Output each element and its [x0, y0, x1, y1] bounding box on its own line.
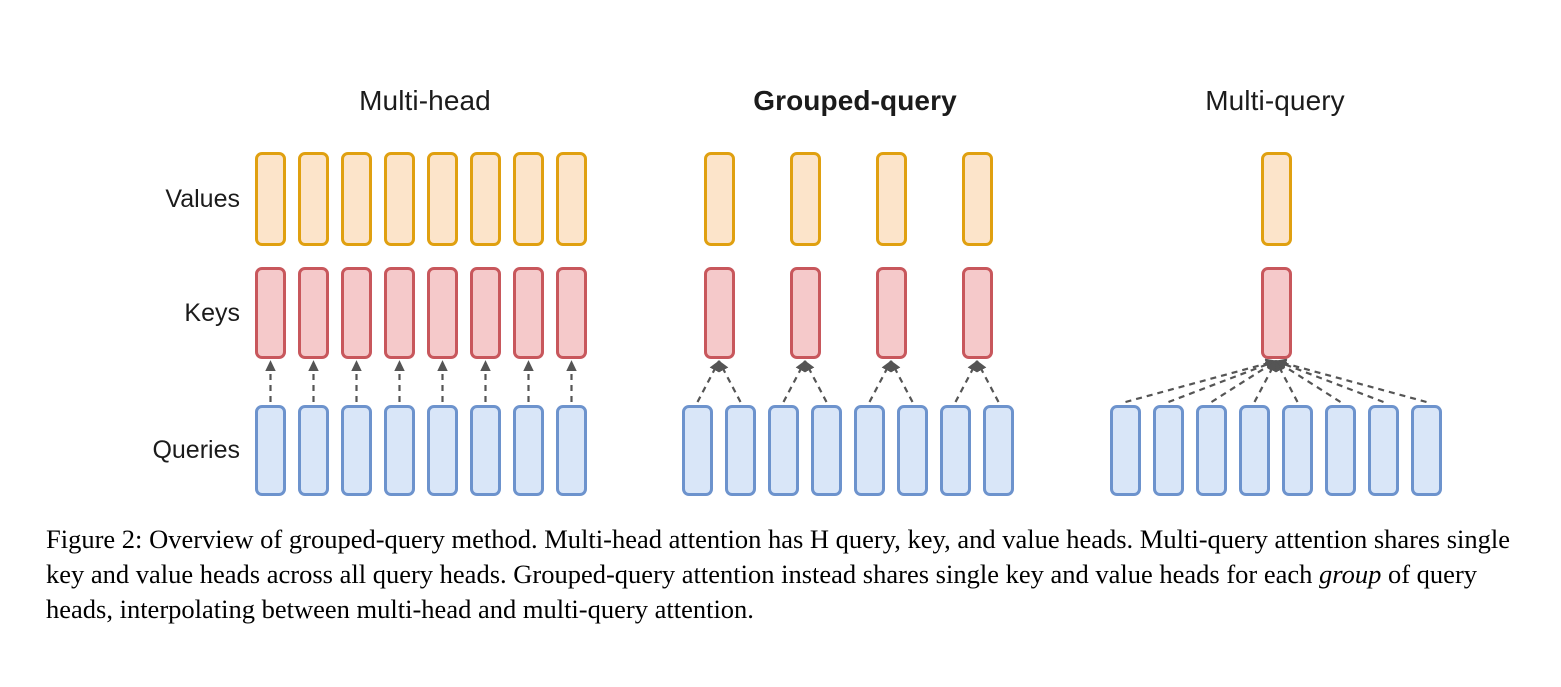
- query-to-key-connector: [976, 360, 1000, 403]
- key-head-box-multi-query-1: [1260, 267, 1292, 359]
- key-head-box-multi-head-1: [255, 267, 286, 359]
- query-head-box-grouped-query-8: [983, 405, 1014, 496]
- query-to-key-connector: [1253, 360, 1277, 403]
- diagram-area: Values Keys Queries Multi-head Grouped-q…: [152, 85, 1442, 496]
- value-head-box-grouped-query-1: [703, 152, 735, 246]
- query-head-box-multi-query-7: [1368, 405, 1399, 496]
- value-head-box-grouped-query-3: [875, 152, 907, 246]
- key-head-box-multi-head-3: [341, 267, 372, 359]
- query-to-key-connector: [1275, 360, 1342, 403]
- query-head-box-multi-query-2: [1153, 405, 1184, 496]
- value-head-box-multi-head-4: [384, 152, 415, 246]
- query-head-box-grouped-query-1: [682, 405, 713, 496]
- value-head-box-multi-head-1: [255, 152, 286, 246]
- query-head-box-multi-head-2: [298, 405, 329, 496]
- query-to-key-connector: [1125, 358, 1277, 404]
- key-head-box-grouped-query-4: [961, 267, 993, 359]
- key-head-box-grouped-query-2: [789, 267, 821, 359]
- query-to-key-connector: [782, 360, 806, 403]
- query-head-box-multi-head-7: [513, 405, 544, 496]
- query-head-box-grouped-query-2: [725, 405, 756, 496]
- query-head-box-grouped-query-7: [940, 405, 971, 496]
- value-head-box-multi-head-2: [298, 152, 329, 246]
- value-head-box-multi-head-5: [427, 152, 458, 246]
- figure-caption: Figure 2: Overview of grouped-query meth…: [46, 522, 1516, 627]
- key-head-box-multi-head-4: [384, 267, 415, 359]
- key-head-box-multi-head-8: [556, 267, 587, 359]
- caption-emphasis: group: [1319, 559, 1382, 589]
- key-head-box-multi-head-7: [513, 267, 544, 359]
- query-to-key-connector: [696, 360, 720, 403]
- key-head-box-grouped-query-3: [875, 267, 907, 359]
- row-label-queries: Queries: [152, 436, 240, 464]
- value-head-box-multi-head-3: [341, 152, 372, 246]
- query-head-box-multi-head-4: [384, 405, 415, 496]
- value-head-box-grouped-query-4: [961, 152, 993, 246]
- query-head-box-multi-query-4: [1239, 405, 1270, 496]
- row-label-values: Values: [165, 185, 240, 213]
- value-head-box-grouped-query-2: [789, 152, 821, 246]
- query-head-box-grouped-query-6: [897, 405, 928, 496]
- panel-title-multi-query: Multi-query: [1205, 85, 1345, 116]
- query-head-box-multi-query-8: [1411, 405, 1442, 496]
- query-head-box-multi-query-6: [1325, 405, 1356, 496]
- query-head-box-multi-head-3: [341, 405, 372, 496]
- query-to-key-connector: [1168, 359, 1277, 404]
- query-head-box-multi-head-8: [556, 405, 587, 496]
- query-head-box-grouped-query-4: [811, 405, 842, 496]
- query-head-box-multi-query-5: [1282, 405, 1313, 496]
- query-to-key-connector: [718, 360, 742, 403]
- value-head-box-multi-head-7: [513, 152, 544, 246]
- query-to-key-connector: [890, 360, 914, 403]
- key-head-box-multi-head-2: [298, 267, 329, 359]
- figure-label: Figure 2:: [46, 524, 143, 554]
- panel-title-multi-head: Multi-head: [359, 85, 491, 116]
- panel-title-grouped-query: Grouped-query: [753, 85, 957, 116]
- query-to-key-connector: [1275, 358, 1427, 404]
- query-head-box-multi-query-3: [1196, 405, 1227, 496]
- query-to-key-connector: [1275, 360, 1299, 403]
- query-to-key-connector: [868, 360, 892, 403]
- row-label-keys: Keys: [184, 299, 240, 327]
- value-head-box-multi-head-8: [556, 152, 587, 246]
- query-head-box-grouped-query-5: [854, 405, 885, 496]
- query-head-box-multi-head-1: [255, 405, 286, 496]
- value-head-box-multi-head-6: [470, 152, 501, 246]
- key-head-box-grouped-query-1: [703, 267, 735, 359]
- caption-text-before: Overview of grouped-query method. Multi-…: [46, 524, 1510, 589]
- query-head-box-grouped-query-3: [768, 405, 799, 496]
- query-head-box-multi-head-5: [427, 405, 458, 496]
- query-to-key-connector: [804, 360, 828, 403]
- value-head-box-multi-query-1: [1260, 152, 1292, 246]
- query-to-key-connector: [1210, 360, 1277, 403]
- query-head-box-multi-head-6: [470, 405, 501, 496]
- query-to-key-connector: [1275, 359, 1384, 404]
- query-to-key-connector: [954, 360, 978, 403]
- caption-text-after: of query heads, interpolating between mu…: [46, 559, 1478, 624]
- key-head-box-multi-head-6: [470, 267, 501, 359]
- key-head-box-multi-head-5: [427, 267, 458, 359]
- query-head-box-multi-query-1: [1110, 405, 1141, 496]
